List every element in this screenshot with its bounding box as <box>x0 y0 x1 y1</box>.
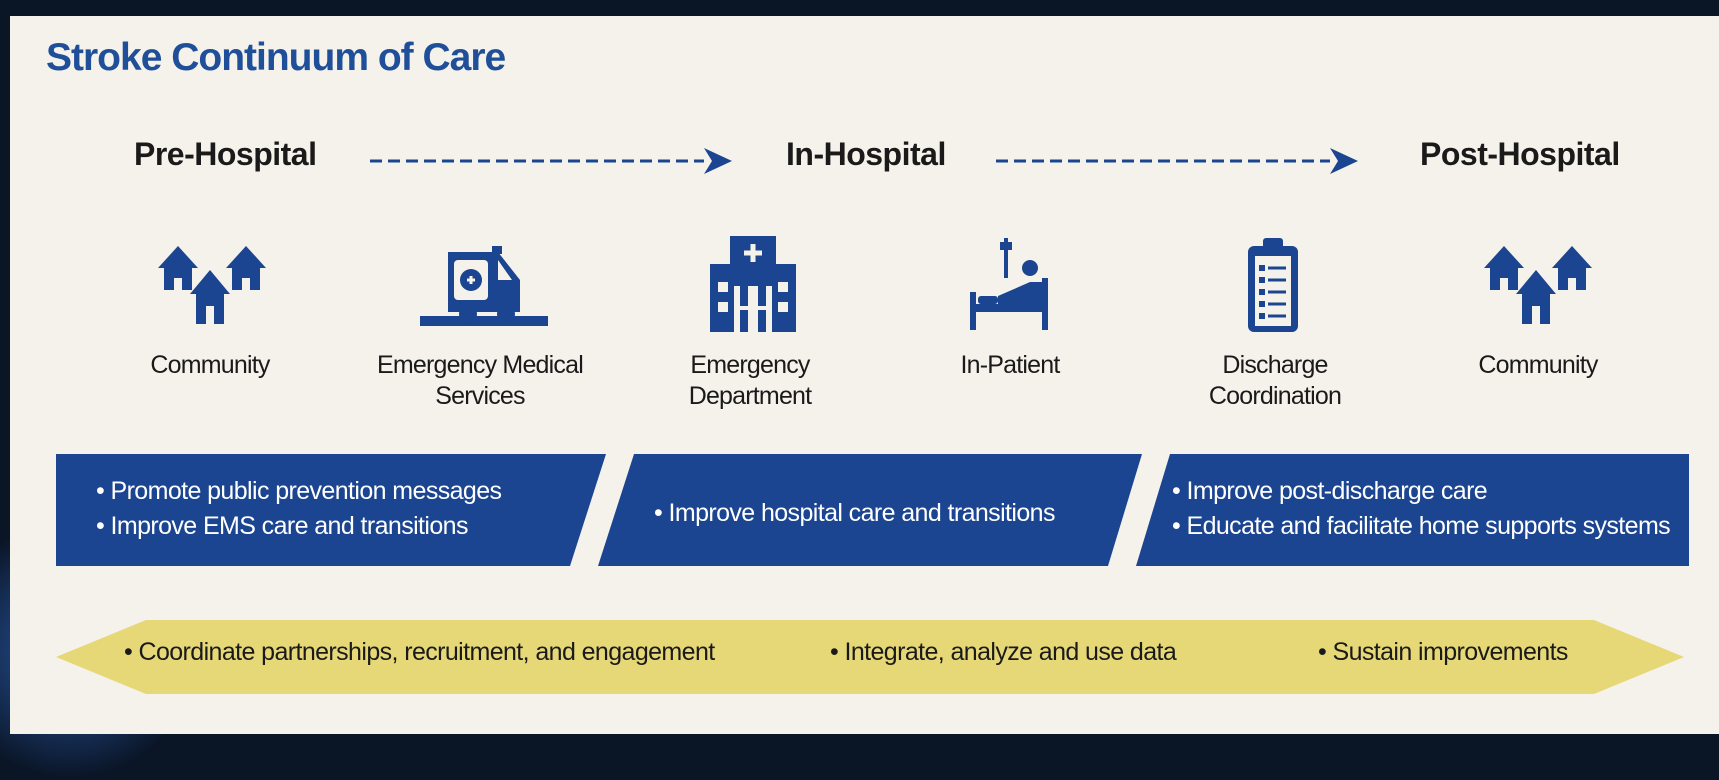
diagram-title: Stroke Continuum of Care <box>46 36 506 79</box>
ambulance-icon <box>420 246 548 326</box>
node-label-community-pre: Community <box>150 351 270 379</box>
crosscutting-item-sustain: Sustain improvements <box>1318 638 1569 667</box>
banner-in-hospital-text: Improve hospital care and transitions <box>654 496 1056 531</box>
phase-in-hospital: In-Hospital <box>786 136 946 172</box>
hospital-icon <box>710 236 796 332</box>
crosscutting-item-data: Integrate, analyze and use data <box>830 638 1177 667</box>
banner-item: Improve hospital care and transitions <box>654 496 1056 531</box>
banner-item: Improve EMS care and transitions <box>96 509 501 544</box>
banner-post-hospital-text: Improve post-discharge care Educate and … <box>1172 474 1671 544</box>
hospital-bed-icon <box>970 238 1048 330</box>
phase-post-hospital: Post-Hospital <box>1420 136 1620 172</box>
banner-item: Educate and facilitate home supports sys… <box>1172 509 1671 544</box>
node-label-in-patient: In-Patient <box>960 351 1060 379</box>
diagram-panel <box>10 16 1719 734</box>
clipboard-icon <box>1248 238 1298 332</box>
dashed-arrow-1 <box>370 148 732 174</box>
phase-pre-hospital: Pre-Hospital <box>134 136 317 172</box>
banner-item: Improve post-discharge care <box>1172 474 1670 509</box>
houses-icon <box>158 246 266 324</box>
dashed-arrow-2 <box>996 148 1358 174</box>
crosscutting-item-partnerships: Coordinate partnerships, recruitment, an… <box>124 638 716 667</box>
banner-item: Promote public prevention messages <box>96 474 503 509</box>
houses-icon <box>1484 246 1592 324</box>
phase-banners <box>56 454 1689 694</box>
banner-pre-hospital-text: Promote public prevention messages Impro… <box>96 474 503 544</box>
node-label-community-post: Community <box>1478 351 1598 379</box>
